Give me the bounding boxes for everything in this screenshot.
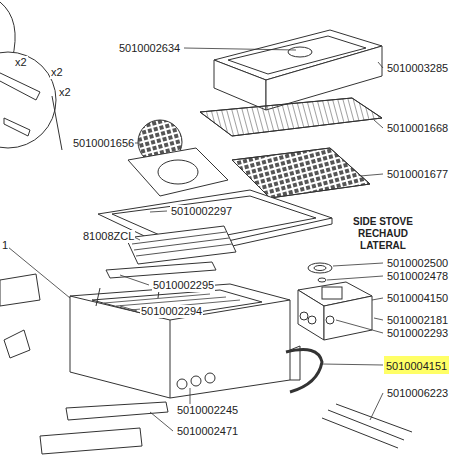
part-number: 5010006223 — [386, 387, 449, 400]
quantity-label: x2 — [50, 66, 64, 79]
part-number: 5010001656 — [72, 137, 135, 150]
part-number: 5010002478 — [386, 270, 449, 283]
quantity-label: x2 — [14, 56, 28, 69]
part-number: 5010001668 — [386, 122, 449, 135]
part-number: 5010001677 — [386, 168, 449, 181]
part-number: 5010002295 — [152, 279, 215, 292]
part-number: 5010002471 — [176, 425, 239, 438]
highlighted-part-number: 5010004151 — [384, 356, 449, 374]
part-number: 5010004151 — [386, 360, 447, 372]
part-number: 5010004150 — [386, 292, 449, 305]
part-number: 5010002181 — [386, 314, 449, 327]
part-number: 5010002634 — [118, 42, 181, 55]
part-number: 5010002245 — [176, 404, 239, 417]
part-number: 5010002293 — [386, 327, 449, 340]
part-number: 81008ZCL — [82, 230, 135, 243]
section-heading: SIDE STOVE RECHAUD LATERAL — [334, 216, 432, 252]
part-number: 5010003285 — [386, 62, 449, 75]
quantity-label: x2 — [58, 86, 72, 99]
part-number: 1 — [1, 239, 9, 252]
part-number: 5010002294 — [140, 305, 203, 318]
part-number: 5010002500 — [386, 257, 449, 270]
part-number: 5010002297 — [170, 205, 233, 218]
